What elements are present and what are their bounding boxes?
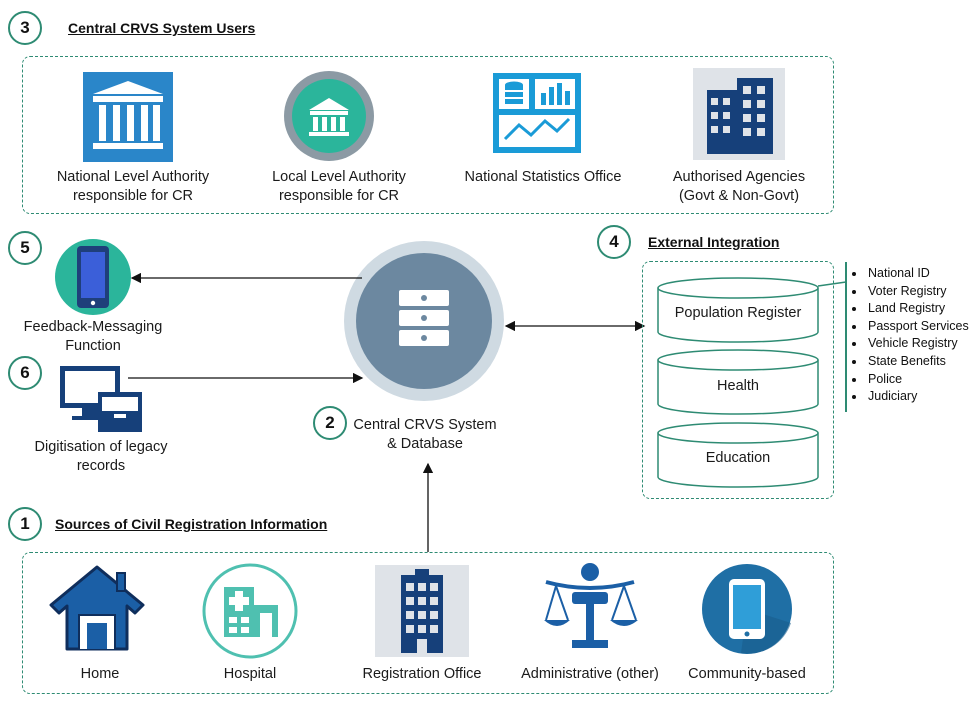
agencies-building-icon <box>693 68 785 160</box>
registration-office-label: Registration Office <box>362 666 482 682</box>
education-label: Education <box>705 450 771 466</box>
education-cylinder <box>657 422 819 488</box>
community-based-label: Community-based <box>688 666 806 682</box>
hospital-label: Hospital <box>223 666 277 682</box>
population-register-cylinder <box>657 277 819 343</box>
home-icon <box>49 565 145 651</box>
national-authority-icon <box>83 72 173 162</box>
administrative-label: Administrative (other) <box>521 666 659 682</box>
mobile-phone-icon <box>55 239 131 315</box>
badge-2: 2 <box>313 406 347 440</box>
sources-box <box>22 552 834 694</box>
registry-item: Vehicle Registry <box>866 335 969 353</box>
registry-item: Land Registry <box>866 300 969 318</box>
central-system-label: Central CRVS System& Database <box>353 417 497 452</box>
local-authority-icon <box>284 71 374 161</box>
sources-section-title: Sources of Civil Registration Informatio… <box>55 516 328 532</box>
hospital-icon <box>202 563 298 659</box>
external-section-title: External Integration <box>648 234 780 250</box>
registry-item: Passport Services <box>866 318 969 336</box>
external-box <box>642 261 834 499</box>
registry-list: National ID Voter Registry Land Registry… <box>852 265 969 406</box>
central-server-icon <box>344 241 504 401</box>
users-box <box>22 56 834 214</box>
registration-office-icon <box>375 565 469 657</box>
population-register-label: Population Register <box>674 305 802 321</box>
registry-item: State Benefits <box>866 353 969 371</box>
statistics-label: National Statistics Office <box>464 169 622 185</box>
digitisation-icon <box>60 366 142 432</box>
badge-1: 1 <box>8 507 42 541</box>
registry-item: Judiciary <box>866 388 969 406</box>
tablet-icon <box>702 564 792 654</box>
badge-4: 4 <box>597 225 631 259</box>
registry-item: Voter Registry <box>866 283 969 301</box>
home-label: Home <box>80 666 120 682</box>
users-section-title: Central CRVS System Users <box>68 20 256 36</box>
badge-6: 6 <box>8 356 42 390</box>
registry-item: National ID <box>866 265 969 283</box>
statistics-icon <box>493 73 581 153</box>
health-cylinder <box>657 349 819 415</box>
agencies-label: Authorised Agencies(Govt & Non-Govt) <box>672 169 806 204</box>
registry-item: Police <box>866 371 969 389</box>
badge-5: 5 <box>8 231 42 265</box>
registry-connector <box>817 281 847 287</box>
health-label: Health <box>717 378 759 394</box>
justice-scales-icon <box>544 563 638 648</box>
badge-3: 3 <box>8 11 42 45</box>
